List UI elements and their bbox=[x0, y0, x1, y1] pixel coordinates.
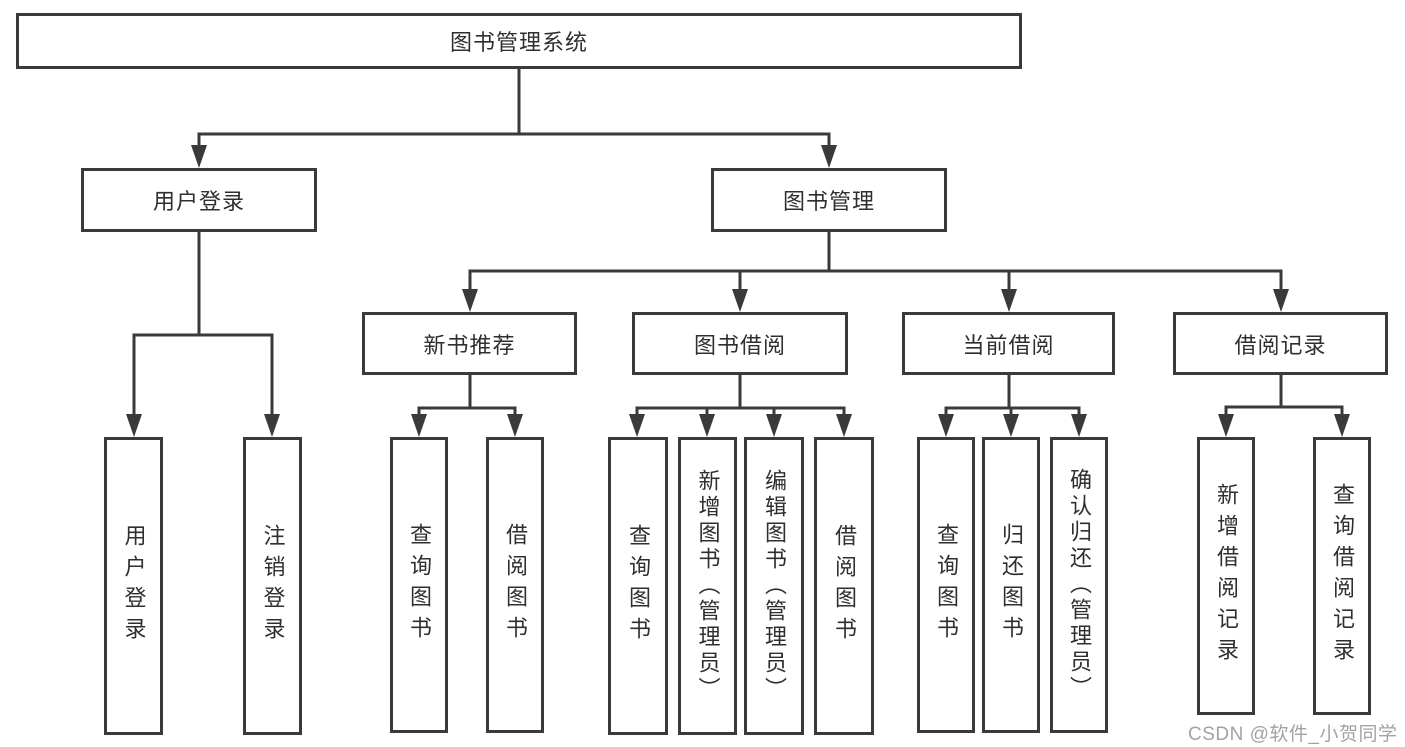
node-cb-query-book-label: 查询图书 bbox=[934, 523, 959, 647]
node-bb-borrow-book: 借阅图书 bbox=[814, 437, 874, 735]
node-book-mgmt-label: 图书管理 bbox=[782, 189, 875, 214]
node-br-query-record: 查询借阅记录 bbox=[1313, 437, 1371, 715]
node-user-login-label: 用户登录 bbox=[152, 189, 245, 214]
node-nb-borrow-book: 借阅图书 bbox=[486, 437, 544, 733]
node-leaf-user-login-label: 用户登录 bbox=[121, 524, 147, 648]
node-new-book-rec-label: 新书推荐 bbox=[423, 332, 516, 358]
watermark: CSDN @软件_小贺同学 bbox=[1188, 724, 1398, 745]
node-bb-add-book-label: 新增图书（管理员） bbox=[695, 469, 721, 703]
node-leaf-logout-label: 注销登录 bbox=[260, 524, 286, 648]
node-bb-edit-book-label: 编辑图书（管理员） bbox=[762, 469, 787, 703]
node-nb-borrow-book-label: 借阅图书 bbox=[503, 523, 528, 647]
node-bb-query-book: 查询图书 bbox=[608, 437, 668, 735]
node-user-login: 用户登录 bbox=[81, 168, 317, 232]
node-cb-query-book: 查询图书 bbox=[917, 437, 975, 733]
node-book-mgmt: 图书管理 bbox=[711, 168, 947, 232]
node-cb-return-book: 归还图书 bbox=[982, 437, 1040, 733]
node-current-borrow: 当前借阅 bbox=[902, 312, 1115, 375]
node-bb-borrow-book-label: 借阅图书 bbox=[832, 524, 857, 648]
node-nb-query-book-label: 查询图书 bbox=[407, 523, 432, 647]
node-root-label: 图书管理系统 bbox=[449, 30, 588, 55]
node-nb-query-book: 查询图书 bbox=[390, 437, 448, 733]
node-br-query-record-label: 查询借阅记录 bbox=[1330, 483, 1355, 669]
node-current-borrow-label: 当前借阅 bbox=[962, 332, 1055, 358]
node-cb-confirm-return-label: 确认归还（管理员） bbox=[1067, 468, 1092, 702]
node-cb-confirm-return: 确认归还（管理员） bbox=[1050, 437, 1108, 733]
node-leaf-user-login: 用户登录 bbox=[104, 437, 163, 735]
node-book-borrow: 图书借阅 bbox=[632, 312, 848, 375]
node-bb-add-book: 新增图书（管理员） bbox=[678, 437, 737, 735]
node-bb-query-book-label: 查询图书 bbox=[626, 524, 651, 648]
node-borrow-record: 借阅记录 bbox=[1173, 312, 1388, 375]
node-borrow-record-label: 借阅记录 bbox=[1234, 332, 1327, 358]
node-book-borrow-label: 图书借阅 bbox=[693, 332, 786, 358]
node-bb-edit-book: 编辑图书（管理员） bbox=[744, 437, 804, 735]
node-leaf-logout: 注销登录 bbox=[243, 437, 302, 735]
node-br-add-record-label: 新增借阅记录 bbox=[1214, 483, 1239, 669]
node-new-book-rec: 新书推荐 bbox=[362, 312, 577, 375]
node-cb-return-book-label: 归还图书 bbox=[999, 523, 1024, 647]
node-br-add-record: 新增借阅记录 bbox=[1197, 437, 1255, 715]
node-root: 图书管理系统 bbox=[16, 13, 1022, 69]
